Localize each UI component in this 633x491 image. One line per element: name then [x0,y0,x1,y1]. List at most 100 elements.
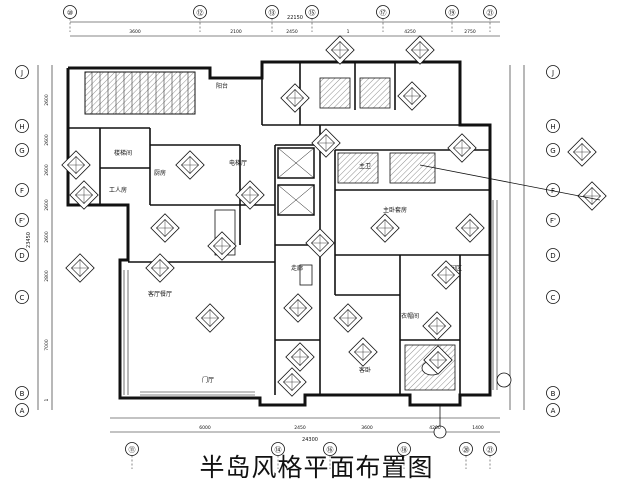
svg-text:⑩: ⑩ [67,9,73,17]
svg-text:C: C [20,294,25,302]
svg-text:H: H [19,123,24,131]
left-dimension [37,65,53,410]
grid-axis-bottom: ⑪ ⑭ ⑯ ⑱ ⑳ ㉑ [125,442,497,469]
ceiling-tag-icon [195,303,225,333]
ceiling-tag-icon [283,293,313,323]
right-dimension [509,65,525,410]
grid-left-3: F [15,183,29,197]
grid-top-6: ㉑ [483,5,497,19]
dim-top-seg: 3600 [129,29,141,35]
grid-right-2: G [546,143,560,157]
room-label-master: 主卧套房 [383,206,407,214]
svg-text:G: G [19,147,24,155]
grid-right-5: D [546,248,560,262]
svg-text:㉑: ㉑ [487,446,494,454]
windows [123,200,498,396]
dim-left-seg: 2600 [44,164,50,176]
grid-right-0: J [546,65,560,79]
ceiling-tag-icon [175,150,205,180]
ceiling-tag-icon [370,213,400,243]
svg-text:J: J [551,69,554,77]
top-dimension [70,21,500,37]
grid-bottom-1: ⑭ [271,442,285,456]
grid-top-4: ⑰ [376,5,390,19]
grid-top-3: ⑮ [305,5,319,19]
dim-bottom-seg: 4200 [429,425,441,431]
svg-text:⑫: ⑫ [197,9,204,17]
grid-right-7: B [546,386,560,400]
svg-text:A: A [551,407,556,415]
grid-right-4: F' [546,213,560,227]
svg-text:B: B [20,390,25,398]
svg-text:⑮: ⑮ [309,9,316,17]
grid-bottom-4: ⑳ [459,442,473,456]
svg-text:H: H [550,123,555,131]
dim-bottom-total: 24300 [302,437,318,443]
room-label-porch: 门厅 [202,376,214,384]
dim-top-seg: 2450 [286,29,298,35]
svg-text:⑪: ⑪ [129,446,136,454]
top-dim-ticks: 3600 2100 2450 1 4250 2750 [129,29,476,35]
ceiling-tag-icon [405,35,435,65]
dim-left-seg: 2600 [44,94,50,106]
svg-text:F': F' [550,217,556,225]
ceiling-tag-icon [447,133,477,163]
grid-bottom-0: ⑪ [125,442,139,456]
grid-left-2: G [15,143,29,157]
grid-right-1: H [546,119,560,133]
stair-block [84,71,196,115]
room-label-bath: 主卫 [359,162,371,170]
ceiling-tag-icon [348,337,378,367]
grid-top-0: ⑩ [63,5,77,19]
dim-left-seg: 7000 [44,339,50,351]
svg-text:B: B [551,390,556,398]
grid-top-2: ⑬ [265,5,279,19]
dim-left-total: 23450 [26,232,32,248]
grid-left-5: D [15,248,29,262]
dim-top-seg: 1 [347,29,350,35]
svg-text:⑰: ⑰ [380,9,387,17]
svg-text:㉑: ㉑ [487,9,494,17]
ceiling-tag-icon [333,303,363,333]
dim-top-seg: 2750 [464,29,476,35]
ceiling-tag-icon [285,342,315,372]
ceiling-tag-icon [145,253,175,283]
svg-text:⑬: ⑬ [269,9,276,17]
svg-text:F: F [20,187,24,195]
dim-left-seg: 1 [44,398,50,401]
svg-text:⑱: ⑱ [401,446,408,454]
grid-left-0: J [15,65,29,79]
ceiling-tag-icon [280,83,310,113]
svg-text:G: G [550,147,555,155]
svg-text:⑭: ⑭ [275,446,282,454]
grid-bottom-3: ⑱ [397,442,411,456]
plan-title: 半岛风格平面布置图 [199,453,434,482]
grid-right-8: A [546,403,560,417]
section-line [419,164,601,439]
dim-left-seg: 2800 [44,270,50,282]
svg-text:⑲: ⑲ [449,9,456,17]
ceiling-tag-icon [577,181,607,211]
grid-left-1: H [15,119,29,133]
svg-text:J: J [20,69,23,77]
dim-left-seg: 2600 [44,134,50,146]
ceiling-tag-icon [277,367,307,397]
ceiling-tag-icon [150,213,180,243]
room-label-lift: 电梯厅 [229,159,247,167]
svg-text:C: C [551,294,556,302]
grid-left-8: A [15,403,29,417]
svg-text:⑯: ⑯ [327,446,334,454]
dim-top-seg: 4250 [404,29,416,35]
ceiling-tag-icon [325,35,355,65]
room-label-balcony: 阳台 [216,82,228,90]
grid-axis-left: J H G F F' D C BA [15,65,29,417]
grid-top-1: ⑫ [193,5,207,19]
dim-bottom-seg: 3600 [361,425,373,431]
room-label-hall: 客厅餐厅 [148,290,172,298]
ceiling-tag-icon [65,253,95,283]
grid-left-4: F' [15,213,29,227]
dim-top-seg: 2100 [230,29,242,35]
grid-left-6: C [15,290,29,304]
